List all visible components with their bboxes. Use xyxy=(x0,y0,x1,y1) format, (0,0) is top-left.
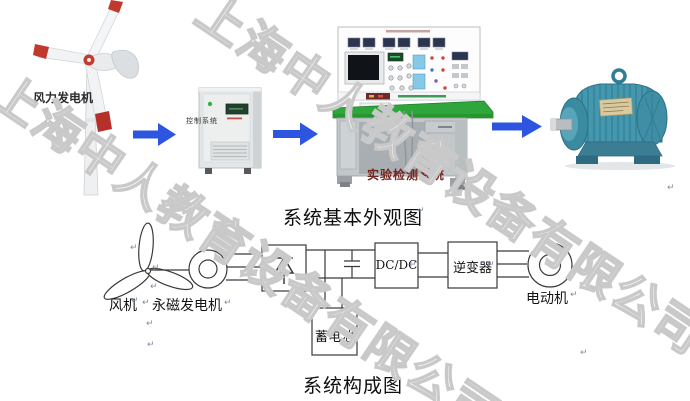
wind-turbine-photo xyxy=(33,0,139,196)
cabinet-vent-grille xyxy=(210,141,250,161)
control-cabinet-photo xyxy=(198,87,262,174)
paragraph-mark: ↵ xyxy=(409,260,417,270)
paragraph-mark: ↵ xyxy=(142,298,150,308)
paragraph-mark: ↵ xyxy=(146,319,154,329)
generator-symbol xyxy=(188,249,228,289)
paragraph-mark: ↵ xyxy=(393,375,401,385)
paragraph-mark: ↵ xyxy=(150,282,158,292)
battery-lines xyxy=(324,250,343,308)
panel-knobs xyxy=(388,63,414,91)
paragraph-mark: ↵ xyxy=(131,296,139,306)
paragraph-mark: ↵ xyxy=(350,329,358,339)
dcdc-box xyxy=(374,242,419,289)
schematic-caption: 系统构成图 xyxy=(303,375,404,397)
flow-arrows xyxy=(133,115,542,146)
paragraph-mark: ↵ xyxy=(667,183,675,193)
paragraph-mark: ↵ xyxy=(580,348,588,358)
panel-components xyxy=(430,51,469,90)
electric-motor-photo xyxy=(550,68,675,170)
paragraph-mark: ↵ xyxy=(147,340,155,350)
overview-caption: 系统基本外观图 xyxy=(283,207,424,229)
fan-label: 风机 xyxy=(109,298,137,314)
dc-bus-lines xyxy=(306,249,375,279)
paragraph-mark: ↵ xyxy=(152,263,160,273)
cabinet-label: 控制系统 xyxy=(186,117,218,125)
arrow-right-3 xyxy=(492,115,542,138)
test-bench-photo xyxy=(332,26,494,190)
battery-label: 蓄电池 xyxy=(314,330,354,345)
motor-label: 电动机 xyxy=(526,291,568,307)
paragraph-mark: ↵ xyxy=(487,260,495,270)
arrow-right-1 xyxy=(133,123,176,146)
dcdc-label: DC/DC xyxy=(375,258,418,272)
motor-lifting-eye xyxy=(611,68,627,84)
panel-meters xyxy=(347,37,446,48)
inverter-box xyxy=(447,241,498,289)
motor-symbol xyxy=(527,242,573,288)
battery-box xyxy=(311,307,358,356)
rectifier-box xyxy=(261,244,307,292)
generator-label: 永磁发电机 xyxy=(152,298,222,314)
system-schematic xyxy=(103,222,573,356)
paragraph-mark: ↵ xyxy=(570,290,578,300)
motor-nameplate xyxy=(599,97,633,117)
inverter-label: 逆变器 xyxy=(452,261,492,276)
paragraph-mark: ↵ xyxy=(224,298,232,308)
paragraph-mark: ↵ xyxy=(130,243,138,253)
cabinet-led xyxy=(207,101,213,107)
paragraph-mark: ↵ xyxy=(417,206,425,216)
arrow-right-2 xyxy=(273,122,318,146)
bench-label: 实验检测系统 xyxy=(367,168,446,182)
turbine-label: 风力发电机 xyxy=(33,91,94,105)
capacitor-symbol xyxy=(344,250,360,278)
fan-symbol xyxy=(103,222,194,300)
